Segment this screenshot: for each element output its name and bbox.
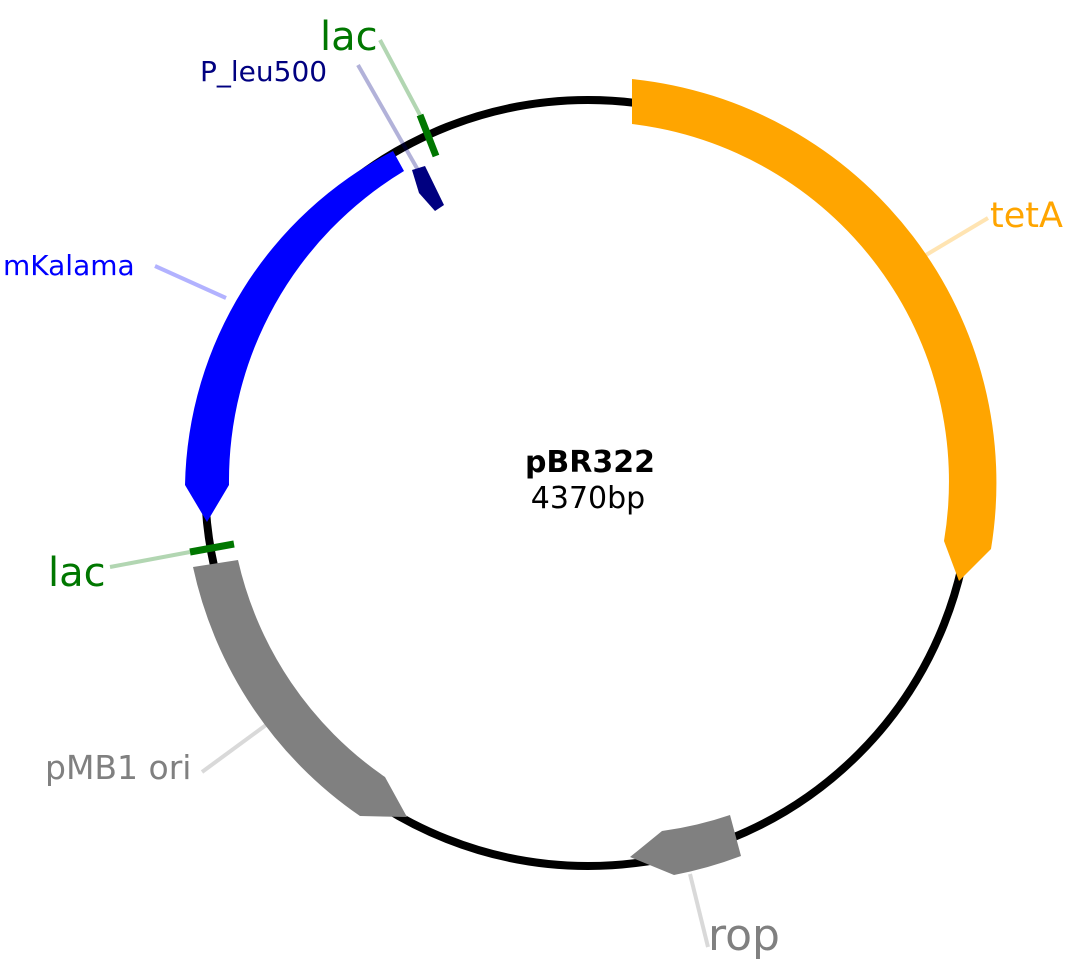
mkalama-leader-line	[154, 264, 227, 300]
lac-top-leader-line	[378, 39, 422, 116]
feature-pmb1-ori[interactable]: pMB1 ori	[45, 560, 407, 817]
mkalama-arc	[185, 151, 404, 522]
lac-left-label: lac	[48, 550, 106, 596]
p-leu500-leader-line	[356, 64, 420, 171]
lac-left-marker	[189, 540, 235, 556]
plasmid-name: pBR322	[525, 445, 655, 480]
pmb1-ori-label: pMB1 ori	[45, 748, 191, 787]
feature-lac-top[interactable]: lac	[320, 14, 440, 158]
rop-arc	[630, 815, 741, 875]
feature-mkalama[interactable]: mKalama	[3, 151, 404, 522]
plasmid-size: 4370bp	[531, 481, 645, 516]
pmb1-ori-leader-line	[200, 723, 268, 774]
feature-p-leu500[interactable]: P_leu500	[200, 55, 444, 211]
feature-lac-left[interactable]: lac	[48, 540, 235, 596]
feature-rop[interactable]: rop	[630, 815, 780, 961]
tetA-arc	[632, 79, 997, 581]
p-leu500-arrow	[412, 166, 444, 211]
rop-leader-line	[688, 873, 710, 948]
tetA-label: tetA	[990, 196, 1063, 236]
pmb1-ori-arc	[193, 560, 407, 817]
lac-left-leader-line	[109, 550, 191, 569]
lac-top-label: lac	[320, 14, 378, 60]
rop-label: rop	[708, 910, 780, 961]
tetA-leader-line	[924, 216, 990, 257]
lac-top-marker	[416, 113, 440, 158]
mkalama-label: mKalama	[3, 249, 135, 282]
p-leu500-label: P_leu500	[200, 55, 327, 88]
feature-tetA[interactable]: tetA	[632, 79, 1063, 581]
